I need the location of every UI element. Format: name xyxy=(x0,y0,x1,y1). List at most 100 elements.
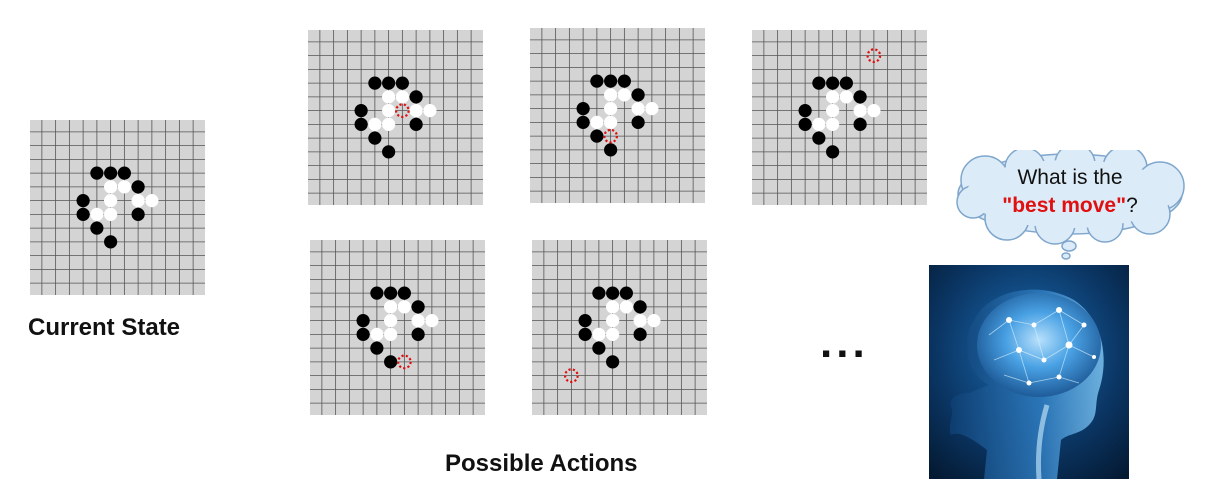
black-stone xyxy=(853,117,867,131)
white-stone xyxy=(382,104,396,118)
black-stone xyxy=(131,207,145,221)
black-stone xyxy=(90,166,104,180)
black-stone xyxy=(839,76,853,90)
action-board-5 xyxy=(532,240,707,415)
quote-close: " xyxy=(1116,194,1127,217)
best-move-highlight: best move xyxy=(1012,194,1117,217)
thought-text: What is the "best move"? xyxy=(955,164,1185,220)
black-stone xyxy=(356,314,370,328)
candidate-move-marker xyxy=(603,128,618,144)
white-stone xyxy=(606,314,620,328)
black-stone xyxy=(411,327,425,341)
black-stone xyxy=(812,76,826,90)
thought-line-2: "best move"? xyxy=(955,192,1185,220)
white-stone xyxy=(826,104,840,118)
white-stone xyxy=(397,300,411,314)
black-stone xyxy=(395,76,409,90)
white-stone xyxy=(368,117,382,131)
black-stone xyxy=(76,194,90,208)
white-stone xyxy=(384,327,398,341)
black-stone xyxy=(409,117,423,131)
white-stone xyxy=(853,104,867,118)
thought-line-1: What is the xyxy=(1017,166,1123,189)
black-stone xyxy=(592,286,606,300)
more-actions-ellipsis: ... xyxy=(820,318,869,367)
black-stone xyxy=(590,74,604,88)
white-stone xyxy=(619,300,633,314)
white-stone xyxy=(370,327,384,341)
black-stone xyxy=(384,286,398,300)
white-stone xyxy=(606,300,620,314)
black-stone xyxy=(592,341,606,355)
brain-image xyxy=(929,265,1129,479)
white-stone xyxy=(382,90,396,104)
black-stone xyxy=(826,145,840,159)
white-stone xyxy=(592,327,606,341)
black-stone xyxy=(411,300,425,314)
thought-bubble-icon xyxy=(956,150,1185,260)
board-background xyxy=(530,28,705,203)
go-board-current xyxy=(30,120,205,295)
white-stone xyxy=(411,314,425,328)
board-background xyxy=(30,120,205,295)
black-stone xyxy=(576,102,590,116)
white-stone xyxy=(604,115,618,129)
possible-actions-caption: Possible Actions xyxy=(445,450,638,477)
black-stone xyxy=(117,166,131,180)
black-stone xyxy=(370,341,384,355)
black-stone xyxy=(104,235,118,249)
white-stone xyxy=(604,102,618,116)
black-stone xyxy=(853,90,867,104)
white-stone xyxy=(90,207,104,221)
black-stone xyxy=(576,115,590,129)
black-stone xyxy=(90,221,104,235)
board-background xyxy=(308,30,483,205)
white-stone xyxy=(826,90,840,104)
black-stone xyxy=(798,104,812,118)
action-board-4 xyxy=(310,240,485,415)
candidate-move-marker xyxy=(564,368,579,383)
white-stone xyxy=(384,314,398,328)
white-stone xyxy=(604,88,618,102)
go-board-action-2 xyxy=(530,28,705,203)
current-state-board xyxy=(30,120,205,295)
black-stone xyxy=(382,145,396,159)
go-board-action-4 xyxy=(310,240,485,415)
black-stone xyxy=(409,90,423,104)
action-board-2 xyxy=(530,28,705,203)
black-stone xyxy=(606,355,620,369)
black-stone xyxy=(370,286,384,300)
black-stone xyxy=(578,327,592,341)
black-stone xyxy=(382,76,396,90)
white-stone xyxy=(131,194,145,208)
black-stone xyxy=(104,166,118,180)
white-stone xyxy=(104,180,118,194)
white-stone xyxy=(606,327,620,341)
question-mark: ? xyxy=(1126,194,1138,217)
white-stone xyxy=(826,117,840,131)
black-stone xyxy=(354,104,368,118)
candidate-move-marker xyxy=(866,48,882,63)
quote-open: " xyxy=(1002,194,1013,217)
white-stone xyxy=(645,102,659,116)
black-stone xyxy=(631,115,645,129)
black-stone xyxy=(578,314,592,328)
black-stone xyxy=(604,74,618,88)
black-stone xyxy=(384,355,398,369)
white-stone xyxy=(104,194,118,208)
black-stone xyxy=(617,74,631,88)
black-stone xyxy=(631,88,645,102)
go-board-action-3 xyxy=(752,30,927,205)
white-stone xyxy=(423,104,437,118)
black-stone xyxy=(619,286,633,300)
black-stone xyxy=(798,117,812,131)
white-stone xyxy=(395,90,409,104)
black-stone xyxy=(131,180,145,194)
action-board-1 xyxy=(308,30,483,205)
black-stone xyxy=(633,300,647,314)
action-board-3 xyxy=(752,30,927,205)
candidate-move-marker xyxy=(397,354,412,370)
white-stone xyxy=(590,115,604,129)
thought-bubble: What is the "best move"? xyxy=(955,150,1215,260)
glowing-brain-head-icon xyxy=(929,265,1129,479)
